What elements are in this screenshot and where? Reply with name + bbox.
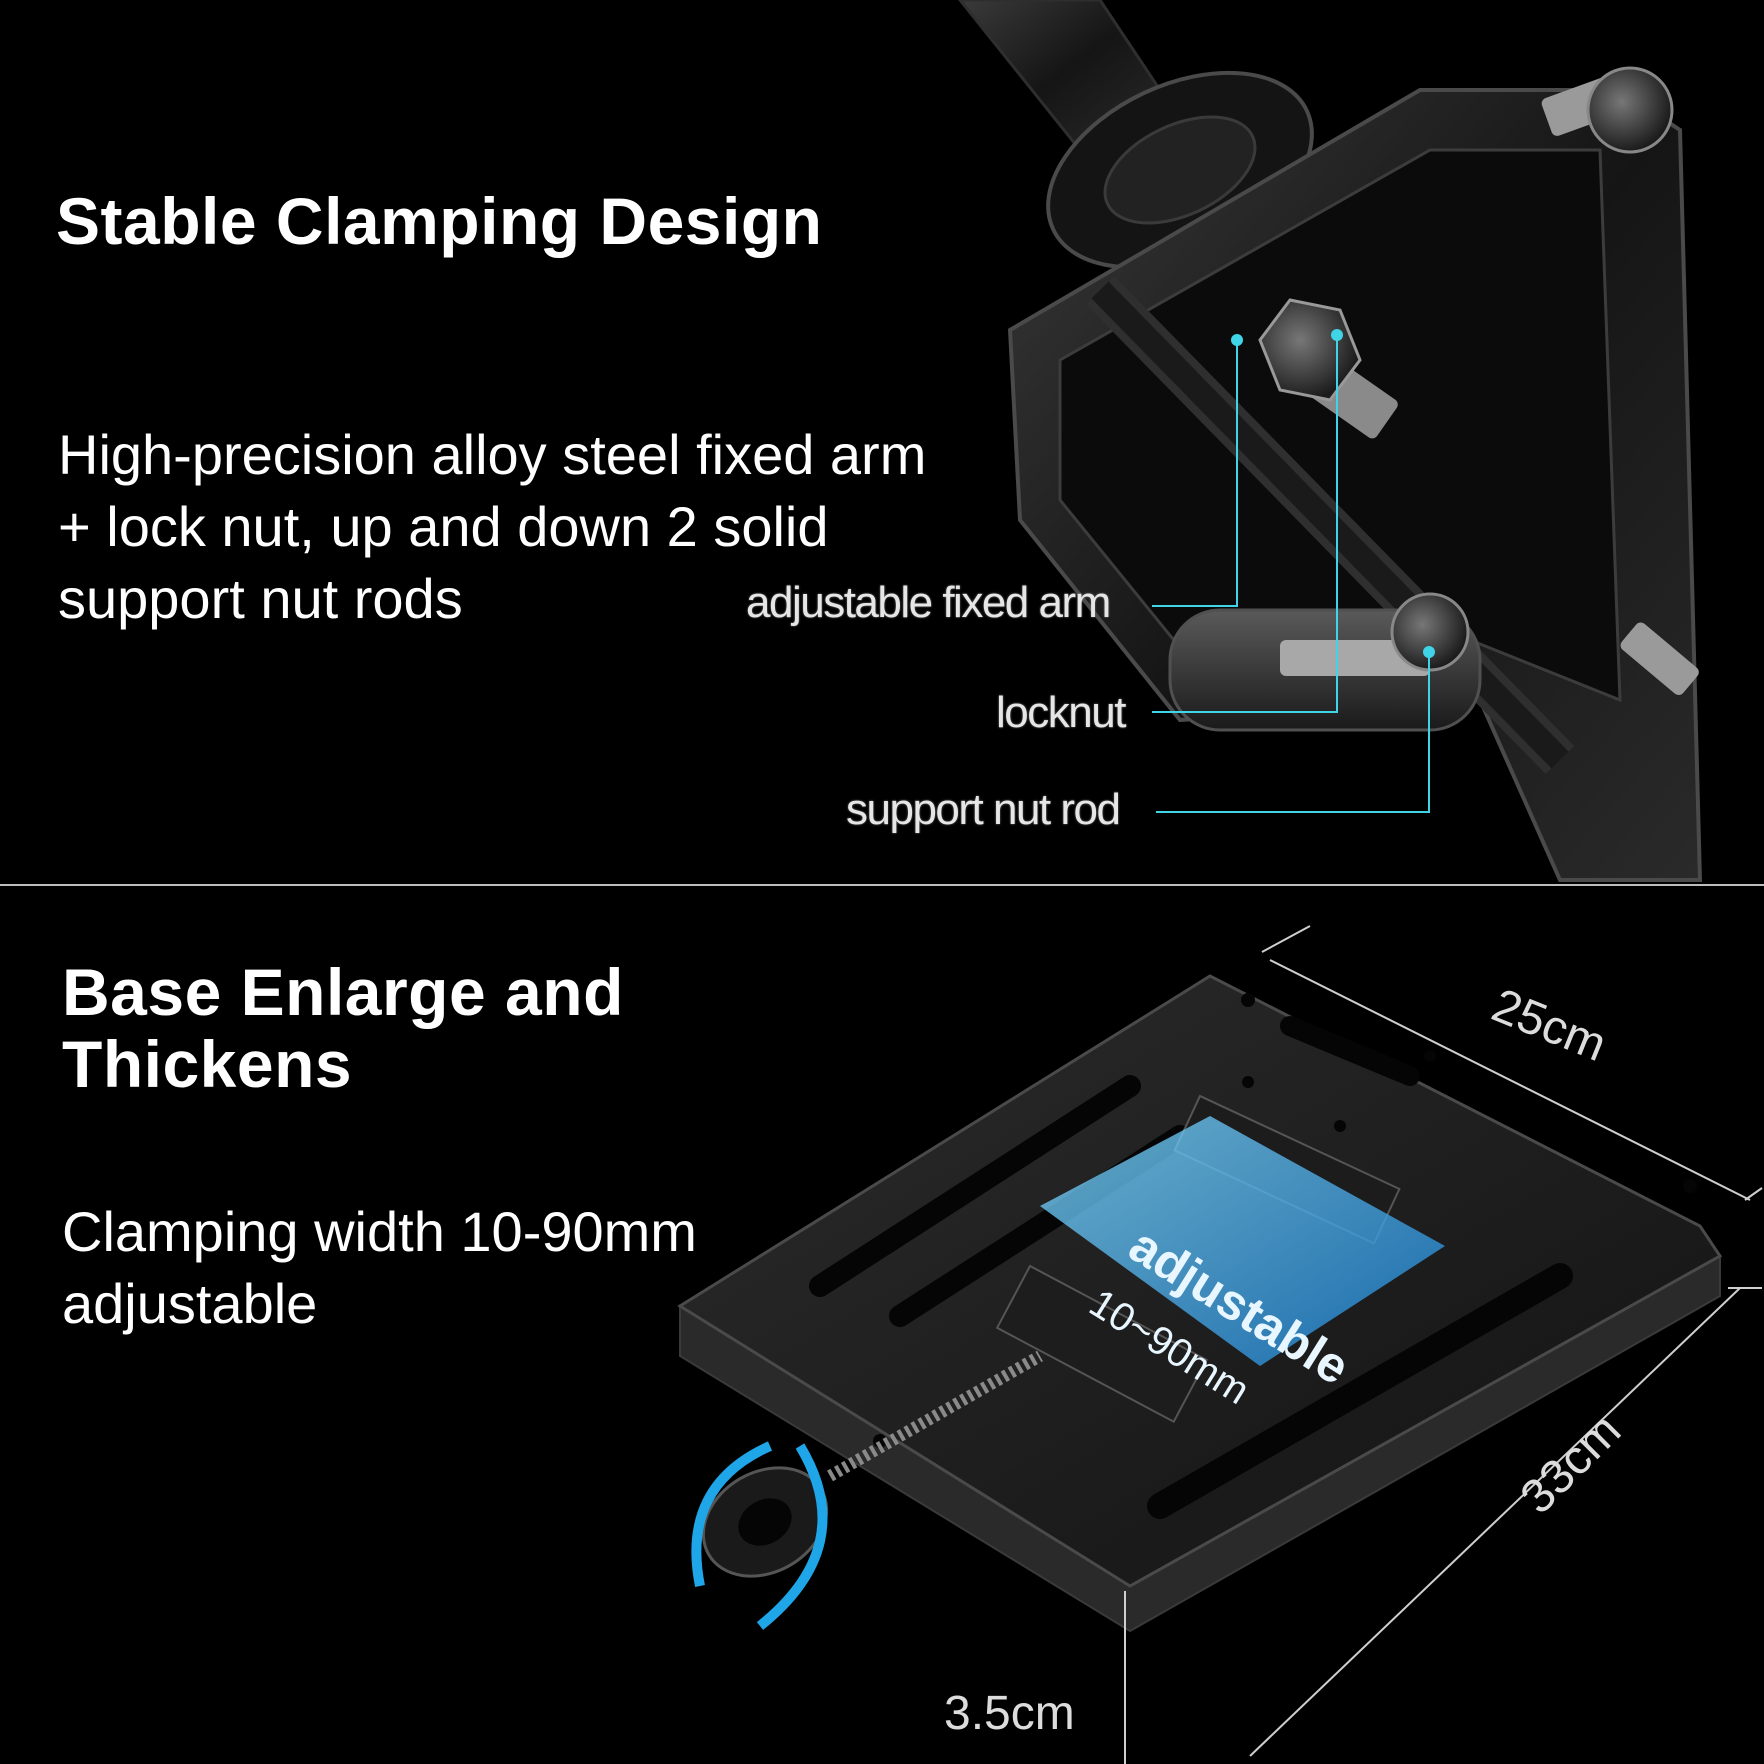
base-body-line-1: Clamping width 10-90mm [62, 1200, 697, 1263]
callout-support-nut-rod: support nut rod [846, 785, 1121, 834]
clamping-line-3: support nut rods [58, 567, 463, 630]
section-divider [0, 884, 1764, 886]
callout-locknut: locknut [996, 688, 1126, 737]
adjustable-zone [1040, 1116, 1445, 1366]
rotation-arrow [691, 1441, 773, 1587]
clamping-heading: Stable Clamping Design [56, 184, 823, 258]
base-heading-line-2: Thickens [62, 1027, 353, 1101]
clamp-frame [1007, 88, 1703, 882]
callout-dots [1231, 329, 1435, 658]
base-heading-line-1: Base Enlarge and [62, 955, 624, 1029]
dimension-lines [1124, 925, 1763, 1764]
base-body-line-2: adjustable [62, 1272, 318, 1335]
upper-nut-rod [1258, 298, 1398, 439]
base-plate-illustration [677, 925, 1763, 1764]
thickness-dimension-label: 3.5cm [944, 1687, 1075, 1740]
top-knob [1541, 66, 1674, 154]
clamp-arm-illustration [958, 0, 1703, 882]
callout-adjustable-fixed-arm: adjustable fixed arm [746, 578, 1111, 627]
callout-lines [1152, 335, 1430, 813]
base-panel: Base Enlarge and Thickens Clamping width… [0, 886, 1764, 1764]
clamping-line-1: High-precision alloy steel fixed arm [58, 423, 927, 486]
clamping-design-panel: Stable Clamping Design High-precision al… [56, 0, 1703, 882]
clamping-line-2: + lock nut, up and down 2 solid [58, 495, 829, 558]
